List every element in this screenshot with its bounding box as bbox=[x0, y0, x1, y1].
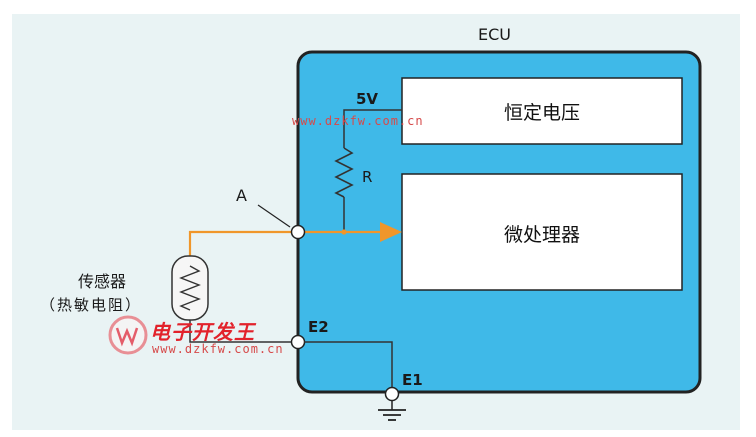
ground-return-wire bbox=[189, 320, 298, 343]
watermark-brand: 电子开发王 bbox=[150, 320, 255, 344]
watermark-url-top: www.dzkfw.com.cn bbox=[292, 114, 424, 128]
terminal-e1-label: E1 bbox=[402, 371, 423, 389]
sensor-label: 传感器 bbox=[78, 272, 127, 291]
supply-wire bbox=[343, 109, 402, 148]
sensor-type-label: （热敏电阻） bbox=[40, 296, 143, 314]
microprocessor-label: 微处理器 bbox=[503, 224, 580, 246]
constant-voltage-box bbox=[401, 77, 683, 145]
terminal-e1 bbox=[384, 386, 400, 402]
e2-e1-wire bbox=[304, 341, 393, 390]
constant-voltage-label: 恒定电压 bbox=[503, 102, 580, 124]
watermark-logo-glyph bbox=[115, 327, 139, 347]
voltage-label: 5V bbox=[356, 90, 379, 108]
node-a-label: A bbox=[236, 186, 247, 205]
watermark-url-bottom: www.dzkfw.com.cn bbox=[152, 342, 284, 356]
signal-arrow bbox=[380, 222, 402, 242]
terminal-e2-label: E2 bbox=[308, 318, 329, 336]
node-a-pointer bbox=[257, 204, 291, 228]
resistor-symbol bbox=[334, 147, 354, 198]
thermistor-symbol bbox=[179, 265, 201, 311]
terminal-a bbox=[290, 224, 306, 240]
junction-dot bbox=[341, 229, 347, 235]
ecu-label: ECU bbox=[478, 25, 511, 44]
resistor-label: R bbox=[362, 168, 373, 186]
terminal-e2 bbox=[290, 334, 306, 350]
